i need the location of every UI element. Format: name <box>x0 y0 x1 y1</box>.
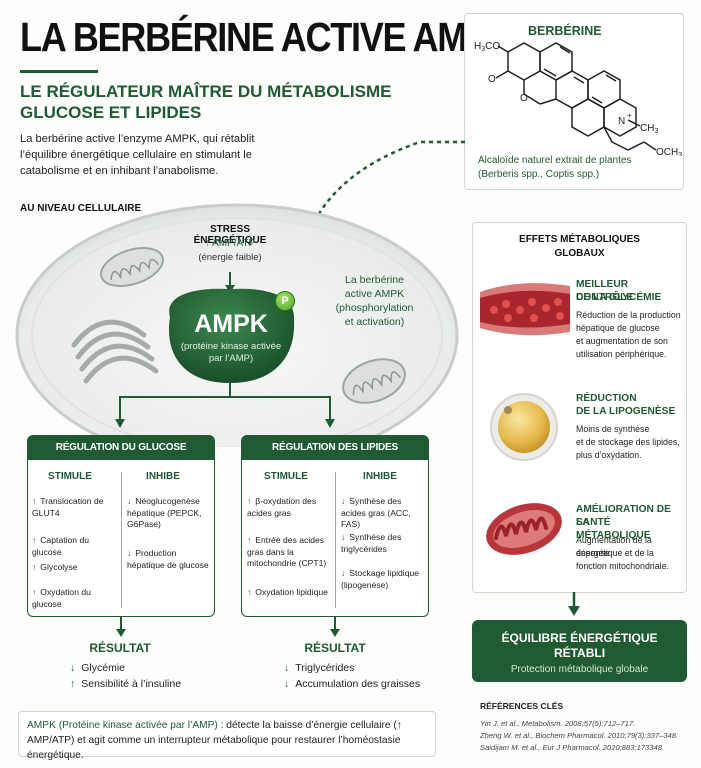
effects-title-1: EFFETS MÉTABOLIQUES <box>519 234 640 245</box>
glucose-inhibe-label: INHIBE <box>146 471 180 482</box>
list-item: ↓Néoglucogenèse hépatique (PEPCK, G6Pase… <box>127 496 202 529</box>
balance-banner <box>472 620 687 682</box>
mitochondrion-icon <box>100 247 164 287</box>
stress-ratio: ↑ AMP/ATP <box>204 238 256 249</box>
list-item: ↑Entrée des acides gras dans la mitochon… <box>247 535 327 568</box>
fat-cell-icon <box>490 393 558 461</box>
reference-item: Zheng W. et al., Biochem Pharmacol. 2010… <box>480 731 679 740</box>
svg-text:O: O <box>488 74 496 85</box>
effect-3-desc-3: fonction mitochondriale. <box>576 561 669 571</box>
svg-text:OCH3: OCH3 <box>656 147 682 156</box>
glucose-result-item: ↑Sensibilité à l’insuline <box>70 678 182 690</box>
reference-item: Saidijam M. et al., Eur J Pharmacol. 202… <box>480 743 665 752</box>
list-item: ↑Glycolyse <box>32 562 78 572</box>
stress-note: (énergie faible) <box>198 252 262 263</box>
balance-title-1: ÉQUILIBRE ÉNERGÉTIQUE <box>501 631 658 645</box>
cell-illustration <box>15 203 459 447</box>
molecule-card <box>464 13 684 190</box>
svg-text:N: N <box>618 116 625 127</box>
lipid-inhibe-label: INHIBE <box>363 471 397 482</box>
column-divider <box>335 472 336 608</box>
svg-text:O: O <box>520 93 528 104</box>
effects-title-2: GLOBAUX <box>554 248 605 259</box>
ampk-label: AMPK <box>194 310 268 338</box>
effect-2-desc-1: Moins de synthèse <box>576 424 650 434</box>
list-item: ↓Stockage lipidique (lipogenèse) <box>341 568 420 590</box>
list-item: ↓Synthèse des triglycérides <box>341 532 402 554</box>
mitochondrion-icon <box>342 358 406 404</box>
intro-text: La berbérine active l’enzyme AMPK, qui r… <box>20 133 255 177</box>
glucose-regulation-title: RÉGULATION DU GLUCOSE <box>28 436 214 460</box>
svg-text:+: + <box>627 111 632 120</box>
subtitle-line-1: LE RÉGULATEUR MAÎTRE DU MÉTABOLISME <box>20 82 392 101</box>
footnote-text: AMPK (Protéine kinase activée par l’AMP)… <box>27 720 402 761</box>
effect-3-desc-2: énergétique et de la <box>576 548 654 558</box>
reference-item: Yin J. et al., Metabolism. 2008;57(5):71… <box>480 719 636 728</box>
list-item: ↑β-oxydation des acides gras <box>247 496 317 518</box>
lipid-stimule-label: STIMULE <box>264 471 308 482</box>
stress-title: STRESS ÉNERGÉTIQUE <box>193 224 267 246</box>
effect-2-desc-2: et de stockage des lipides, <box>576 437 680 447</box>
ampk-description-1: (protéine kinase activée <box>180 341 282 352</box>
lipid-result-item: ↓Triglycérides <box>284 662 355 674</box>
phosphate-badge-icon: P <box>275 291 295 311</box>
down-arrow-icon <box>568 592 580 616</box>
group-h3co: H3CO <box>474 41 500 53</box>
effect-1-desc-3: et augmentation de son <box>576 336 668 346</box>
result-arrows <box>116 617 340 637</box>
effect-1-desc-2: hépatique de glucose <box>576 323 660 333</box>
section-label-cell: AU NIVEAU CELLULAIRE <box>20 203 142 214</box>
list-item: ↑Oxydation du glucose <box>32 587 91 609</box>
berberine-action-4: et activation) <box>344 316 405 328</box>
effect-2-desc-3: plus d’oxydation. <box>576 450 642 460</box>
ampk-description-2: par l’AMP) <box>208 353 254 364</box>
lipid-result-title: RÉSULTAT <box>304 641 366 655</box>
list-item: ↑Translocation de GLUT4 <box>32 496 104 518</box>
berberine-action-3: (phosphorylation <box>335 302 414 314</box>
title-underline <box>20 70 98 73</box>
mitochondrion-health-icon <box>486 503 562 555</box>
effect-1-title-1: MEILLEUR CONTRÔLE <box>576 279 634 303</box>
effect-2-title-1: RÉDUCTION <box>576 393 637 404</box>
berberine-action-1: La berbérine <box>345 274 404 286</box>
list-item: ↓Production hépatique de glucose <box>127 548 209 570</box>
glucose-result-item: ↓Glycémie <box>70 662 126 674</box>
blood-vessel-icon <box>480 283 570 336</box>
list-item: ↓Synthèse des acides gras (ACC, FAS) <box>341 496 411 529</box>
list-item: ↑Captation du glucose <box>32 535 90 557</box>
effect-1-desc-4: utilisation périphérique. <box>576 349 667 359</box>
page-title: LA BERBÉRINE ACTIVE AMPK <box>20 14 515 60</box>
effect-1-title-2: DE LA GLYCÉMIE <box>576 292 662 303</box>
golgi-icon <box>71 319 159 384</box>
effect-3-title-2: SANTÉ MÉTABOLIQUE <box>576 517 651 541</box>
lipid-result-item: ↓Accumulation des graisses <box>284 678 421 690</box>
glucose-stimule-label: STIMULE <box>48 471 92 482</box>
berberine-action-2: active AMPK <box>344 288 405 300</box>
berberine-structure-icon: H3CO O O N + CH3 OCH3 <box>474 41 682 156</box>
effect-2-title-2: DE LA LIPOGENÈSE <box>576 406 676 417</box>
balance-title-2: RÉTABLI <box>553 646 606 660</box>
list-item: ↑Oxydation lipidique <box>247 587 328 597</box>
footnote-card <box>18 711 436 757</box>
effect-3-title-1: AMÉLIORATION DE LA <box>576 504 671 528</box>
footnote-term: AMPK (Protéine kinase activée par l’AMP) <box>27 720 218 731</box>
glucose-result-title: RÉSULTAT <box>89 641 151 655</box>
effect-3-desc-1: Augmentation de la dépense <box>576 535 652 558</box>
svg-text:CH3: CH3 <box>640 123 658 135</box>
references-title: RÉFÉRENCES CLÉS <box>480 701 564 711</box>
effect-1-desc-1: Réduction de la production <box>576 310 681 320</box>
molecule-name: BERBÉRINE <box>528 24 602 38</box>
lipid-regulation-title: RÉGULATION DES LIPIDES <box>242 436 428 460</box>
subtitle-line-2: GLUCOSE ET LIPIDES <box>20 103 202 122</box>
column-divider <box>121 472 122 608</box>
molecule-caption: Alcaloïde naturel extrait de plantes (Be… <box>478 155 632 180</box>
balance-subtitle: Protection métabolique globale <box>510 664 649 675</box>
